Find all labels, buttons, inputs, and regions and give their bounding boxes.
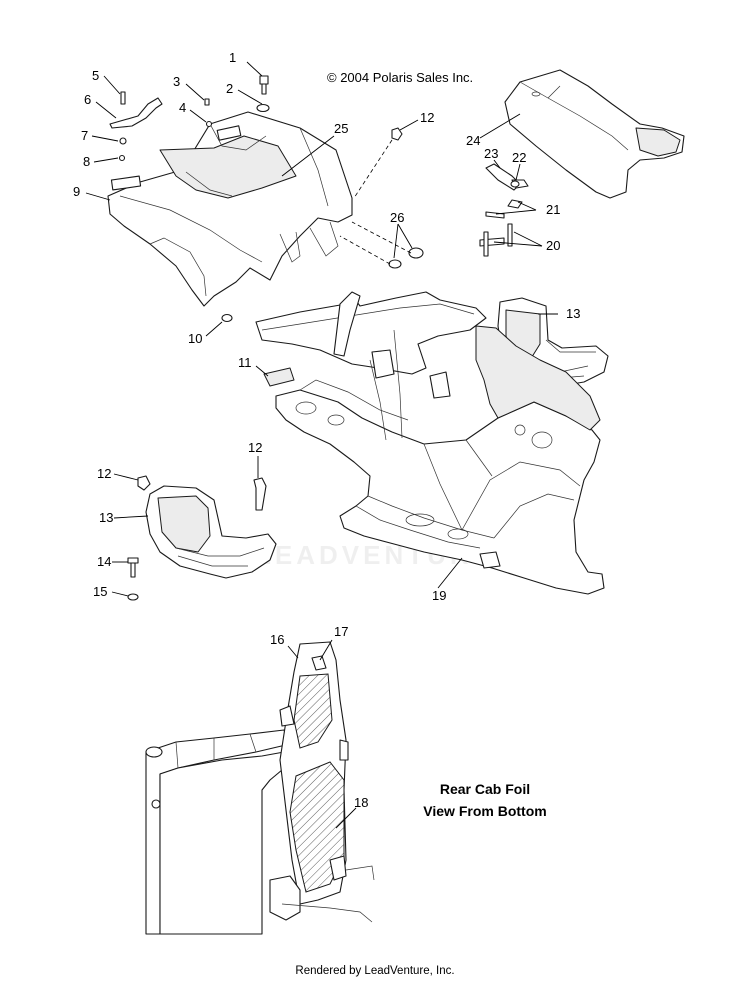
callout-18: 18 (354, 795, 368, 810)
callout-20: 20 (546, 238, 560, 253)
callout-24: 24 (466, 133, 480, 148)
leader-lines (85, 61, 558, 829)
callout-13a: 13 (566, 306, 580, 321)
callout-10: 10 (188, 331, 202, 346)
callout-11: 11 (238, 355, 252, 370)
rear-cab-part[interactable] (107, 111, 353, 307)
callout-9: 9 (73, 184, 80, 199)
callout-3: 3 (173, 74, 180, 89)
callout-21: 21 (546, 202, 560, 217)
seat-part[interactable] (504, 69, 685, 199)
view-title-line-2: View From Bottom (423, 803, 547, 819)
callout-12a: 12 (420, 110, 434, 125)
footer-credit: Rendered by LeadVenture, Inc. (295, 965, 455, 977)
callout-7: 7 (81, 128, 88, 143)
bottom-view-title: Rear Cab Foil View From Bottom (400, 778, 570, 822)
callout-16: 16 (270, 632, 284, 647)
copyright-text: © 2004 Polaris Sales Inc. (327, 70, 474, 85)
front-cab-left-part[interactable] (145, 485, 277, 579)
label-part[interactable] (263, 367, 295, 387)
callout-6: 6 (84, 92, 91, 107)
fasteners-top (118, 75, 424, 323)
callouts: 1 2 3 4 5 6 7 8 9 10 11 12 12 12 13 13 1… (73, 50, 580, 810)
callout-13b: 13 (99, 510, 113, 525)
callout-4: 4 (179, 100, 186, 115)
callout-23: 23 (484, 146, 498, 161)
callout-2: 2 (226, 81, 233, 96)
seat-latch-parts[interactable] (479, 163, 529, 257)
callout-5: 5 (92, 68, 99, 83)
callout-12c: 12 (248, 440, 262, 455)
frame-part[interactable] (255, 291, 605, 595)
callout-17: 17 (334, 624, 348, 639)
callout-12b: 12 (97, 466, 111, 481)
callout-26: 26 (390, 210, 404, 225)
callout-15: 15 (93, 584, 107, 599)
callout-22: 22 (512, 150, 526, 165)
callout-8: 8 (83, 154, 90, 169)
bracket-part[interactable] (109, 97, 163, 129)
callout-25: 25 (334, 121, 348, 136)
rear-cab-bottom-view[interactable] (145, 641, 375, 935)
callout-14: 14 (97, 554, 111, 569)
view-title-line-1: Rear Cab Foil (439, 781, 531, 797)
callout-1: 1 (229, 50, 236, 65)
fasteners-left (127, 475, 267, 601)
callout-19: 19 (432, 588, 446, 603)
